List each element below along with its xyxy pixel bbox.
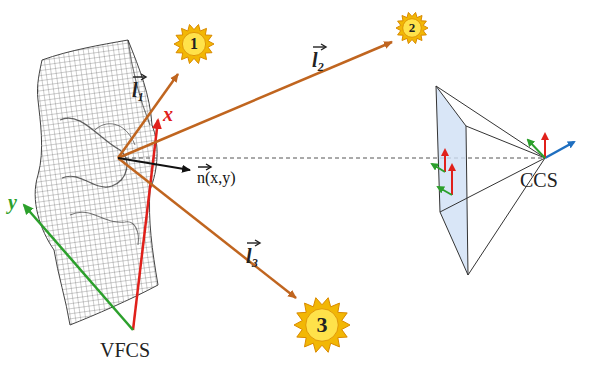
optical-axis (118, 158, 545, 159)
frame-label: VFCS (100, 340, 150, 360)
frame-label: CCS (520, 170, 558, 190)
axis-label: y (8, 192, 17, 212)
light-source: 2 (396, 12, 428, 44)
vector-label: l₁ (132, 80, 145, 100)
vector-arrow (313, 46, 325, 47)
camera-frustum (432, 86, 574, 275)
normal-vector (118, 158, 190, 170)
vector-arrow (133, 76, 145, 77)
callout-number: 2 (396, 12, 428, 44)
light-source: 1 (174, 24, 214, 64)
vector-arrow (198, 166, 210, 167)
callout-number: 3 (294, 297, 350, 353)
x-axis (133, 120, 158, 330)
light-source: 3 (294, 297, 350, 353)
axis-label: x (163, 104, 173, 124)
light-vector (118, 42, 392, 158)
callout-number: 1 (174, 24, 214, 64)
light-vector (118, 158, 296, 298)
normal-label: n(x,y) (197, 170, 236, 186)
vector-label: l₂ (312, 50, 325, 70)
y-axis (24, 205, 133, 330)
vector-arrow (247, 242, 259, 243)
vector-label: l₃ (246, 246, 259, 266)
